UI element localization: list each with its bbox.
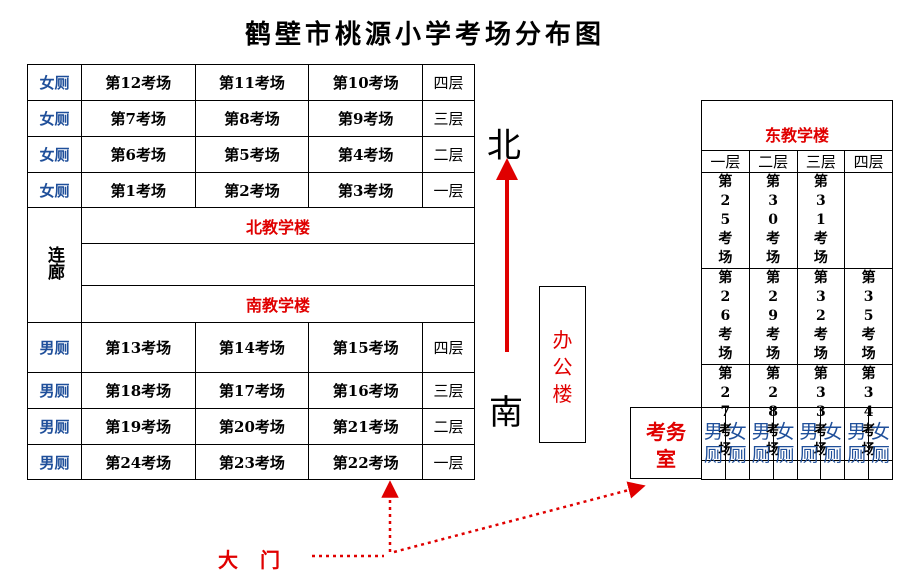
exam-office-label: 考务室: [646, 420, 686, 471]
south-label: 南: [489, 393, 523, 433]
exam-room-cell: 第19考场: [80, 408, 196, 445]
corridor-label: 连廊: [27, 207, 82, 323]
table-row: 女厕第1考场第2考场第3考场一层: [27, 172, 475, 208]
exam-room-cell: 第11考场: [194, 64, 310, 101]
corridor-section: 连廊 北教学楼 南教学楼: [27, 207, 476, 323]
table-row: 女厕第12考场第11考场第10考场四层: [27, 64, 475, 101]
toilet-cell: 女厕: [820, 407, 846, 480]
floor-cell: 一层: [422, 444, 475, 480]
corridor-gap: [80, 243, 476, 286]
table-row: 男厕第18考场第17考场第16考场三层: [27, 372, 475, 409]
exam-office: 考务室: [630, 407, 702, 479]
exam-room-cell: 第9考场: [308, 100, 424, 137]
page-title: 鹤壁市桃源小学考场分布图: [244, 20, 605, 50]
table-row: 女厕第6考场第5考场第4考场二层: [27, 136, 475, 173]
floor-cell: 三层: [422, 100, 475, 137]
exam-room-cell: [844, 172, 893, 269]
exam-room-cell: 第8考场: [194, 100, 310, 137]
toilet-cell: 女厕: [27, 136, 82, 173]
exam-room-cell: 第24考场: [80, 444, 196, 480]
toilet-cell: 男厕: [27, 322, 82, 373]
exam-room-cell: 第2考场: [194, 172, 310, 208]
floor-cell: 三层: [422, 372, 475, 409]
table-row: 男厕第24考场第23考场第22考场一层: [27, 444, 475, 480]
south-building-table: 男厕第13考场第14考场第15考场四层男厕第18考场第17考场第16考场三层男厕…: [27, 322, 475, 480]
toilet-cell: 女厕: [27, 100, 82, 137]
exam-room-cell: 第4考场: [308, 136, 424, 173]
toilet-cell: 男厕: [27, 444, 82, 480]
gate-to-exam-office-arrow-icon: [393, 481, 646, 554]
east-floor-cell: 二层: [748, 150, 798, 173]
toilet-cell: 男厕: [27, 408, 82, 445]
east-floor-cell: 三层: [796, 150, 846, 173]
floor-cell: 四层: [422, 322, 475, 373]
exam-room-cell: 第21考场: [308, 408, 424, 445]
exam-room-cell: 第6考场: [80, 136, 196, 173]
east-toilets-table: 男厕女厕男厕女厕男厕女厕男厕女厕: [701, 407, 893, 480]
exam-room-cell: 第20考场: [194, 408, 310, 445]
east-floor-header: 一层二层三层四层: [701, 150, 893, 173]
exam-room-cell: 第15考场: [308, 322, 424, 373]
north-arrow-icon: [496, 158, 518, 352]
exam-room-cell: 第13考场: [80, 322, 196, 373]
north-label: 北: [487, 126, 521, 166]
east-building-name: 东教学楼: [701, 100, 893, 151]
east-floor-cell: 四层: [844, 150, 893, 173]
north-building-table: 女厕第12考场第11考场第10考场四层女厕第7考场第8考场第9考场三层女厕第6考…: [27, 64, 475, 208]
exam-room-cell: 第16考场: [308, 372, 424, 409]
toilet-cell: 女厕: [724, 407, 750, 480]
exam-room-cell: 第3考场: [308, 172, 424, 208]
toilet-cell: 男厕: [701, 407, 726, 480]
floor-cell: 四层: [422, 64, 475, 101]
floor-cell: 一层: [422, 172, 475, 208]
south-building-name: 南教学楼: [80, 285, 476, 323]
exam-room-cell: 第14考场: [194, 322, 310, 373]
exam-room-cell: 第23考场: [194, 444, 310, 480]
office-building: 办公楼: [539, 286, 586, 443]
exam-room-cell: 第5考场: [194, 136, 310, 173]
toilet-cell: 男厕: [844, 407, 870, 480]
office-label: 办公楼: [552, 328, 573, 406]
floor-cell: 二层: [422, 136, 475, 173]
north-building-rows: 女厕第12考场第11考场第10考场四层女厕第7考场第8考场第9考场三层女厕第6考…: [27, 64, 475, 208]
exam-room-cell: 第7考场: [80, 100, 196, 137]
toilet-cell: 女厕: [27, 64, 82, 101]
table-row: 男厕第19考场第20考场第21考场二层: [27, 408, 475, 445]
east-toilets-row: 男厕女厕男厕女厕男厕女厕男厕女厕: [701, 407, 893, 480]
exam-room-cell: 第1考场: [80, 172, 196, 208]
toilet-cell: 男厕: [796, 407, 822, 480]
floor-cell: 二层: [422, 408, 475, 445]
exam-room-cell: 第22考场: [308, 444, 424, 480]
exam-room-cell: 第12考场: [80, 64, 196, 101]
toilet-cell: 女厕: [868, 407, 893, 480]
south-building-rows: 男厕第13考场第14考场第15考场四层男厕第18考场第17考场第16考场三层男厕…: [27, 322, 475, 480]
toilet-cell: 男厕: [748, 407, 774, 480]
east-floor-cell: 一层: [701, 150, 750, 173]
exam-room-cell: 第10考场: [308, 64, 424, 101]
toilet-cell: 男厕: [27, 372, 82, 409]
toilet-cell: 女厕: [27, 172, 82, 208]
table-row: 男厕第13考场第14考场第15考场四层: [27, 322, 475, 373]
exam-room-cell: 第18考场: [80, 372, 196, 409]
table-row: 女厕第7考场第8考场第9考场三层: [27, 100, 475, 137]
toilet-cell: 女厕: [772, 407, 798, 480]
exam-room-cell: 第17考场: [194, 372, 310, 409]
north-building-name: 北教学楼: [80, 207, 476, 244]
gate-label: 大门: [218, 548, 302, 572]
